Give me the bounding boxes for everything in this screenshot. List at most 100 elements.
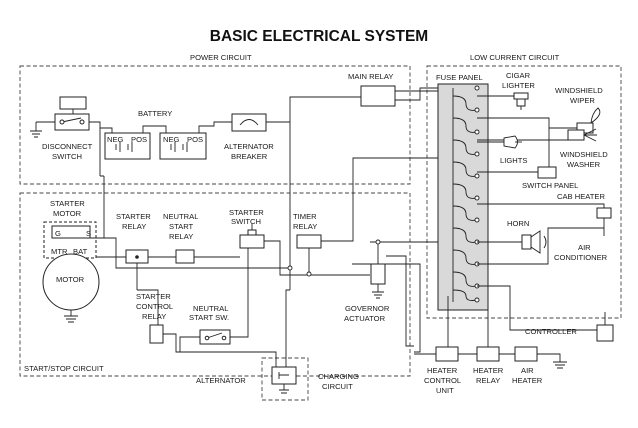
neutral-start-relay-label-1: NEUTRAL <box>163 212 198 221</box>
start-stop-circuit-section <box>19 192 411 377</box>
controller-wires <box>477 285 606 331</box>
alternator-breaker <box>231 113 267 132</box>
starter-motor <box>42 221 100 323</box>
timer-relay-label-2: RELAY <box>293 222 317 231</box>
fuse-panel-label: FUSE PANEL <box>436 73 483 82</box>
heater-relay-label-2: RELAY <box>476 376 500 385</box>
disconnect-switch-label-1: DISCONNECT <box>42 142 93 151</box>
fuse-panel <box>437 83 489 311</box>
alternator <box>271 366 297 394</box>
air-heater-label-2: HEATER <box>512 376 543 385</box>
switch-panel <box>537 166 557 179</box>
timer-relay-label-1: TIMER <box>293 212 317 221</box>
heater-control-unit-label-2: CONTROL <box>424 376 461 385</box>
air-conditioner-label-2: CONDITIONER <box>554 253 608 262</box>
starter-switch-label-2: SWITCH <box>231 217 261 226</box>
battery-1-pos-terminal: POS <box>131 135 147 144</box>
battery-wires <box>89 121 232 133</box>
battery-label: BATTERY <box>138 109 172 118</box>
charging-circuit-label-1: CHARGING <box>318 372 359 381</box>
neutral-start-switch-label-2: START SW. <box>189 313 229 322</box>
controller-label: CONTROLLER <box>525 327 577 336</box>
lights-icon <box>477 135 522 149</box>
motor-label: MOTOR <box>56 275 85 284</box>
timer-relay-box <box>296 234 322 249</box>
horn-icon <box>477 230 547 254</box>
neutral-start-relay-label-2: START <box>169 222 194 231</box>
windshield-wiper-label-2: WIPER <box>570 96 595 105</box>
heater-relay-label-1: HEATER <box>473 366 504 375</box>
motor-terminal-s: S <box>86 229 91 238</box>
heater-control-unit-label-3: UNIT <box>436 386 454 395</box>
junction-node <box>375 239 381 245</box>
cab-heater-wires <box>477 203 605 236</box>
charging-circuit-section <box>261 357 309 401</box>
motor-terminal-mtr: MTR <box>51 247 68 256</box>
neutral-start-relay-box <box>175 249 195 264</box>
cigar-lighter-label-1: CIGAR <box>506 71 531 80</box>
air-heater-label-1: AIR <box>521 366 534 375</box>
cigar-lighter-label-2: LIGHTER <box>502 81 535 90</box>
battery-1-neg-terminal: NEG <box>107 135 124 144</box>
disconnect-switch-label-2: SWITCH <box>52 152 82 161</box>
governor-actuator <box>370 263 386 299</box>
main-relay-label: MAIN RELAY <box>348 72 393 81</box>
heater-control-unit <box>435 346 459 362</box>
ground-icon <box>30 121 55 138</box>
start-stop-wires <box>90 157 438 367</box>
lights-label: LIGHTS <box>500 156 527 165</box>
heater-wires <box>414 296 515 355</box>
starter-control-relay-box <box>149 324 164 344</box>
battery-2 <box>159 132 207 160</box>
power-circuit-section <box>19 65 411 185</box>
starter-control-relay-label-3: RELAY <box>142 312 166 321</box>
windshield-wiper-label-1: WINDSHIELD <box>555 86 603 95</box>
heater-control-unit-label-1: HEATER <box>427 366 458 375</box>
neutral-start-switch-label-1: NEUTRAL <box>193 304 228 313</box>
horn-label: HORN <box>507 219 529 228</box>
battery-1 <box>104 132 151 160</box>
heater-relay <box>476 346 500 362</box>
windshield-washer-label-2: WASHER <box>567 160 601 169</box>
battery-2-pos-terminal: POS <box>187 135 203 144</box>
starter-motor-label-2: MOTOR <box>53 209 82 218</box>
cigar-lighter-icon <box>477 92 529 110</box>
starter-relay-label-2: RELAY <box>122 222 146 231</box>
disconnect-switch <box>54 96 90 131</box>
alternator-breaker-label-1: ALTERNATOR <box>224 142 274 151</box>
windshield-washer-label-1: WINDSHIELD <box>560 150 608 159</box>
air-conditioner-wires <box>477 227 604 265</box>
cab-heater-label: CAB HEATER <box>557 192 605 201</box>
motor-terminal-bat: BAT <box>73 247 88 256</box>
junction-node <box>287 265 293 271</box>
low-current-circuit-label: LOW CURRENT CIRCUIT <box>470 53 560 62</box>
fuse-panel-fuses <box>452 85 480 303</box>
charging-circuit-label-2: CIRCUIT <box>322 382 353 391</box>
starter-switch <box>239 229 265 249</box>
air-heater <box>514 346 567 369</box>
junction-node <box>306 271 312 277</box>
cab-heater-box <box>596 207 612 219</box>
alternator-breaker-label-2: BREAKER <box>231 152 268 161</box>
power-feed-wires <box>99 87 440 290</box>
air-conditioner-label-1: AIR <box>578 243 591 252</box>
governor-actuator-label-1: GOVERNOR <box>345 304 390 313</box>
windshield-washer-icon <box>567 128 597 142</box>
starter-motor-label-1: STARTER <box>50 199 85 208</box>
alternator-label: ALTERNATOR <box>196 376 246 385</box>
switch-panel-label: SWITCH PANEL <box>522 181 578 190</box>
starter-control-relay-label-2: CONTROL <box>136 302 173 311</box>
neutral-start-switch <box>199 329 231 345</box>
governor-actuator-label-2: ACTUATOR <box>344 314 386 323</box>
power-circuit-label: POWER CIRCUIT <box>190 53 252 62</box>
start-stop-circuit-label: START/STOP CIRCUIT <box>24 364 104 373</box>
motor-terminal-g: G <box>55 229 61 238</box>
starter-relay-label-1: STARTER <box>116 212 151 221</box>
controller-box <box>596 324 614 342</box>
diagram-title: BASIC ELECTRICAL SYSTEM <box>210 28 428 45</box>
starter-switch-label-1: STARTER <box>229 208 264 217</box>
windshield-wiper-icon <box>576 107 601 134</box>
neutral-start-relay-label-3: RELAY <box>169 232 193 241</box>
low-current-circuit-section <box>426 65 622 319</box>
